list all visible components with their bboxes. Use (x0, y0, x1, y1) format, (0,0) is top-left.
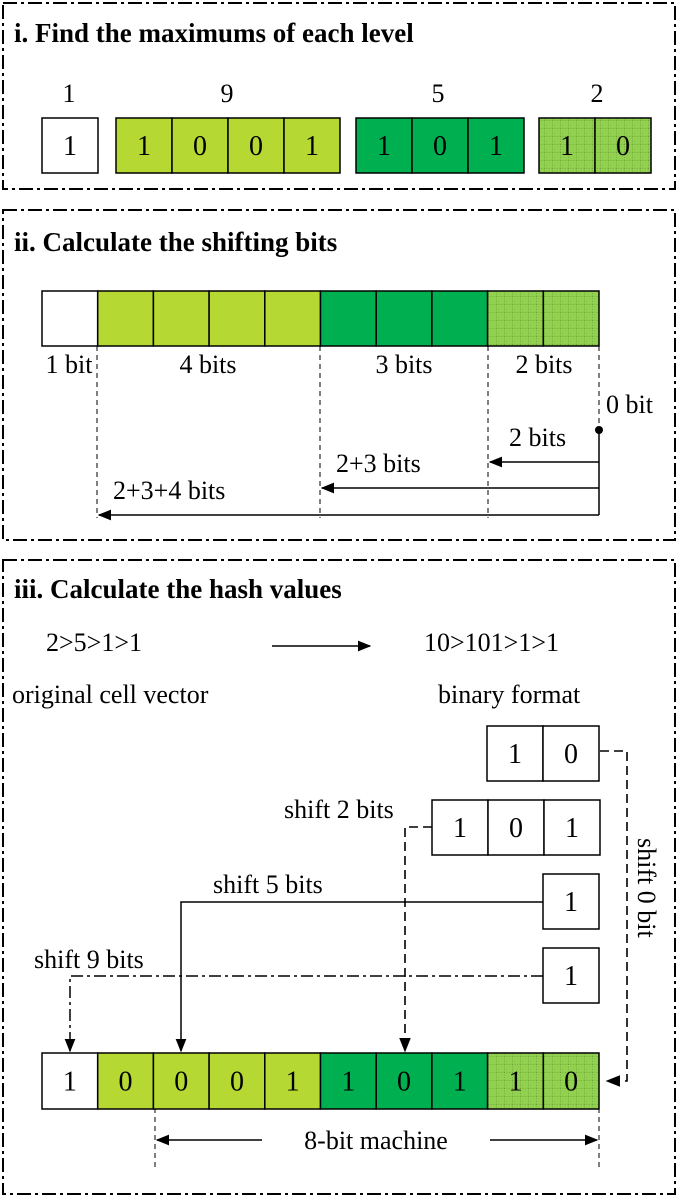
find-max-g2-cell-0-box (355, 117, 413, 174)
shift-bar-cell-6-box (375, 290, 433, 347)
group-max-2: 2 (591, 79, 604, 108)
binary-vector: 10>101>1>1 (424, 628, 559, 657)
panel-iii: 2>5>1>1 10>101>1>1 original cell vector … (12, 628, 661, 1170)
result-cell-5-digit: 1 (341, 1067, 355, 1098)
shift-bar-cell-8-box (486, 290, 545, 347)
segment-label-4bits: 4 bits (179, 350, 236, 379)
bit-cells: 1 1 0 0 1 1 0 1 1 0 1 0 1 0 1 1 1 1 0 0 0 1 1 0 1 1 0 (41, 117, 652, 1110)
shift-2-connector (399, 826, 432, 1053)
result-cell-3-digit: 0 (230, 1067, 244, 1098)
result-cell-3-box (208, 1052, 266, 1110)
panel-iii-border (2, 559, 676, 1195)
find-max-g1-cell-1-box (171, 117, 229, 174)
arrow-label-2: 2 bits (509, 423, 566, 452)
original-vector: 2>5>1>1 (46, 628, 142, 657)
result-cell-2-box (152, 1052, 210, 1110)
result-cell-0-digit: 1 (63, 1067, 77, 1098)
hash-row0-cell-1-box (542, 725, 600, 782)
arrow-label-2-3-4: 2+3+4 bits (113, 476, 225, 505)
panel-i-groups: 1 9 5 2 (63, 79, 604, 108)
shift-bar-cell-1-box (96, 290, 155, 347)
find-max-g1-cell-2-digit: 0 (249, 131, 263, 162)
shift-5-label: shift 5 bits (213, 870, 323, 899)
shift-bar-cell-9-box (542, 290, 600, 347)
group-max-1: 1 (63, 79, 76, 108)
hash-row0-cell-1-digit: 0 (564, 739, 578, 770)
shift-bar-cell-5-box (319, 290, 377, 347)
zero-bit-label: 0 bit (606, 390, 654, 419)
segment-label-1bit: 1 bit (46, 350, 94, 379)
find-max-g1-cell-2-box (227, 117, 285, 174)
hash-row2-cell-0-digit: 1 (564, 887, 578, 918)
shift-0-connector (600, 750, 628, 1087)
hash-row1-cell-0-digit: 1 (453, 813, 467, 844)
result-cell-4-digit: 1 (286, 1067, 300, 1098)
hash-row0-cell-0-box (486, 725, 544, 782)
result-cell-6-digit: 0 (397, 1067, 411, 1098)
find-max-g0-cell-0-digit: 1 (63, 131, 77, 162)
shift-bar-cell-2-box (152, 290, 210, 347)
result-cell-9-box (542, 1052, 600, 1110)
find-max-g2-cell-1-box (411, 117, 469, 174)
group-max-5: 5 (432, 79, 445, 108)
find-max-g1-cell-3-digit: 1 (305, 131, 319, 162)
panel-ii-title: ii. Calculate the shifting bits (14, 227, 337, 257)
result-cell-6-box (375, 1052, 433, 1110)
arrow-label-2-3: 2+3 bits (336, 449, 421, 478)
result-cell-2-digit: 0 (174, 1067, 188, 1098)
panel-ii-border (2, 209, 676, 541)
find-max-g3-cell-0-digit: 1 (560, 131, 574, 162)
shift-0-label: shift 0 bit (632, 838, 661, 938)
shift-bar-cell-4-box (264, 290, 322, 347)
find-max-g2-cell-2-digit: 1 (489, 131, 503, 162)
hash-row1-cell-2-digit: 1 (565, 813, 579, 844)
result-cell-1-digit: 0 (119, 1067, 133, 1098)
machine-label: 8-bit machine (304, 1126, 448, 1155)
result-cell-8-box (486, 1052, 545, 1110)
shift-9-connector (64, 975, 543, 1053)
hash-row3-cell-0-digit: 1 (564, 961, 578, 992)
hash-row1-cell-2-box (543, 799, 601, 856)
original-caption: original cell vector (12, 680, 209, 709)
find-max-g1-cell-3-box (283, 117, 341, 174)
shift-5-connector (175, 901, 543, 1053)
result-cell-7-digit: 1 (453, 1067, 467, 1098)
segment-label-2bits: 2 bits (515, 350, 572, 379)
find-max-g2-cell-1-digit: 0 (433, 131, 447, 162)
find-max-g0-cell-0-box (41, 117, 99, 174)
result-cell-0-box (41, 1052, 99, 1110)
panel-iii-title: iii. Calculate the hash values (14, 574, 342, 604)
find-max-g1-cell-1-digit: 0 (193, 131, 207, 162)
result-cell-1-box (96, 1052, 155, 1110)
hash-row1-cell-1-box (487, 799, 545, 856)
shift-9-label: shift 9 bits (34, 945, 144, 974)
find-max-g3-cell-1-digit: 0 (616, 131, 630, 162)
result-cell-4-box (264, 1052, 322, 1110)
shift-2-label: shift 2 bits (284, 795, 394, 824)
find-max-g3-cell-1-box (594, 117, 652, 174)
hash-row1-cell-0-box (431, 799, 489, 856)
find-max-g2-cell-2-box (467, 117, 525, 174)
hash-row3-cell-0-box (542, 947, 600, 1004)
segment-label-3bits: 3 bits (375, 350, 432, 379)
panel-i-border (2, 2, 676, 190)
shift-bar-cell-0-box (41, 290, 99, 347)
shift-bar-cell-7-box (431, 290, 489, 347)
find-max-g1-cell-0-box (115, 117, 173, 174)
result-cell-5-box (319, 1052, 377, 1110)
find-max-g2-cell-0-digit: 1 (377, 131, 391, 162)
binary-caption: binary format (438, 680, 581, 709)
find-max-g3-cell-0-box (538, 117, 596, 174)
find-max-g1-cell-0-digit: 1 (137, 131, 151, 162)
hash-row2-cell-0-box (542, 873, 600, 930)
result-cell-8-digit: 1 (508, 1067, 522, 1098)
group-max-9: 9 (221, 79, 234, 108)
result-cell-9-digit: 0 (564, 1067, 578, 1098)
panel-i-title: i. Find the maximums of each level (14, 18, 414, 48)
shift-bar-cell-3-box (208, 290, 266, 347)
hash-row0-cell-0-digit: 1 (508, 739, 522, 770)
panel-ii-bar: 1 bit 4 bits 3 bits 2 bits 0 bit 2 bits … (46, 346, 654, 521)
hash-row1-cell-1-digit: 0 (509, 813, 523, 844)
